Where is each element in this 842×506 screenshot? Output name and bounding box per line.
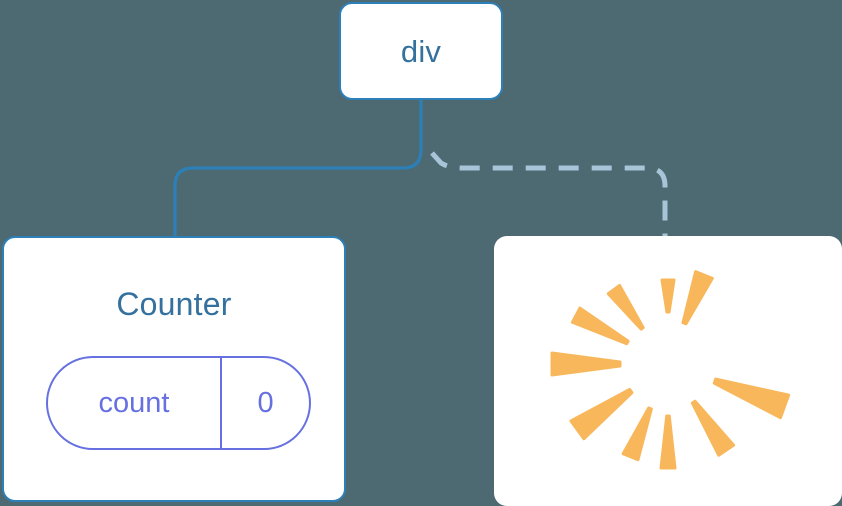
sparkle-ray-0 <box>681 270 714 326</box>
edge-div-to-sparkle <box>430 151 668 238</box>
state-pill-key: count <box>98 386 170 419</box>
sparkle-ray-3 <box>570 306 630 346</box>
node-counter[interactable]: Counter count 0 <box>2 236 346 502</box>
sparkle-burst-icon <box>494 236 842 506</box>
sparkle-ray-9 <box>712 377 791 420</box>
sparkle-ray-7 <box>659 414 677 470</box>
sparkle-ray-group <box>550 270 791 470</box>
sparkle-ray-4 <box>550 351 622 377</box>
edge-div-to-counter <box>173 98 423 240</box>
sparkle-burst-svg <box>550 270 791 470</box>
node-counter-label: Counter <box>116 286 232 322</box>
state-pill-value: 0 <box>257 386 274 419</box>
sparkle-ray-2 <box>606 283 645 331</box>
state-pill-divider <box>220 358 223 448</box>
state-pill-count[interactable]: count 0 <box>46 356 311 450</box>
sparkle-ray-8 <box>690 399 736 457</box>
node-div-label: div <box>400 33 442 69</box>
sparkle-ray-5 <box>569 387 634 441</box>
node-div[interactable]: div <box>339 2 503 100</box>
sparkle-ray-6 <box>621 406 653 462</box>
sparkle-ray-1 <box>660 278 676 314</box>
node-sparkle[interactable] <box>494 236 842 506</box>
